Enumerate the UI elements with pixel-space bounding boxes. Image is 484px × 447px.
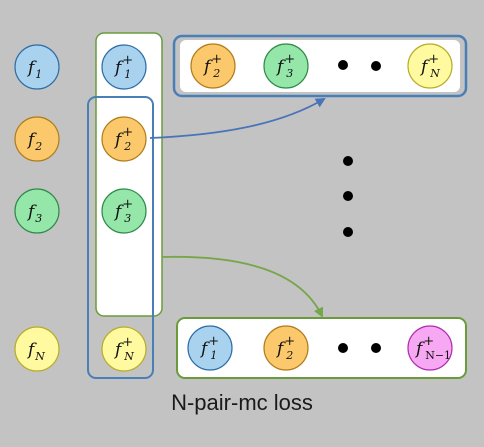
anchor-f3: f3	[14, 188, 60, 234]
arrow-to-top-set	[149, 97, 326, 139]
vertical-ellipsis-dot-1	[343, 156, 353, 166]
positives-column-box	[95, 32, 163, 317]
vertical-ellipsis-dot-3	[343, 227, 353, 237]
diagram-caption: N-pair-mc loss	[171, 390, 313, 415]
positive-f1-circle	[101, 44, 147, 90]
top-set-fN-circle	[407, 43, 453, 89]
bottom-set-fN-1: f+N−1	[407, 325, 453, 371]
bottom-set-fN-1-circle	[407, 325, 453, 371]
bottom-set-f1-circle	[187, 325, 233, 371]
top-set-f2-label: f+2	[202, 52, 222, 80]
anchor-f1-circle	[14, 44, 60, 90]
anchor-f3-circle	[14, 188, 60, 234]
positive-f3-circle	[101, 188, 147, 234]
anchor-f1: f1	[14, 44, 60, 90]
positive-f2-circle	[101, 116, 147, 162]
negatives-column-box	[87, 96, 154, 379]
top-set-box	[180, 40, 460, 92]
top-ellipsis-dot-1	[338, 60, 348, 70]
positive-f1: f+1	[101, 44, 147, 90]
anchor-f2: f2	[14, 116, 60, 162]
top-set-f2: f+2	[190, 43, 236, 89]
positive-f3-label: f+3	[113, 197, 133, 225]
positive-f3: f+3	[101, 188, 147, 234]
positive-f1-label: f+1	[113, 53, 133, 81]
anchor-fN-circle	[14, 326, 60, 372]
bottom-set-f1: f+1	[187, 325, 233, 371]
bottom-set-fN-1-label: f+N−1	[414, 334, 451, 362]
anchor-fN-label: fN	[26, 340, 45, 363]
top-set-fN: f+N	[407, 43, 453, 89]
top-set-f3-label: f+3	[275, 52, 295, 80]
top-set-f2-circle	[190, 43, 236, 89]
positive-fN: f+N	[101, 326, 147, 372]
positive-f2: f+2	[101, 116, 147, 162]
vertical-ellipsis-dot-2	[343, 191, 353, 201]
bottom-set-f2: f+2	[263, 325, 309, 371]
positive-fN-label: f+N	[113, 335, 134, 363]
bottom-ellipsis-dot-1	[338, 343, 348, 353]
bottom-set-f2-label: f+2	[275, 334, 295, 362]
anchor-f3-label: f3	[26, 202, 42, 225]
anchor-f1-label: f1	[26, 58, 42, 81]
anchor-fN: fN	[14, 326, 60, 372]
top-set-fN-label: f+N	[419, 52, 440, 80]
anchor-f2-label: f2	[26, 130, 42, 153]
bottom-set-box	[176, 317, 467, 379]
anchor-f2-circle	[14, 116, 60, 162]
bottom-ellipsis-dot-2	[371, 343, 381, 353]
positive-f2-label: f+2	[113, 125, 133, 153]
bottom-set-f2-circle	[263, 325, 309, 371]
bottom-set-f1-label: f+1	[199, 334, 219, 362]
top-set-f3: f+3	[263, 43, 309, 89]
positive-fN-circle	[101, 326, 147, 372]
arrow-to-bottom-set	[161, 255, 324, 318]
top-ellipsis-dot-2	[371, 61, 381, 71]
top-set-f3-circle	[263, 43, 309, 89]
